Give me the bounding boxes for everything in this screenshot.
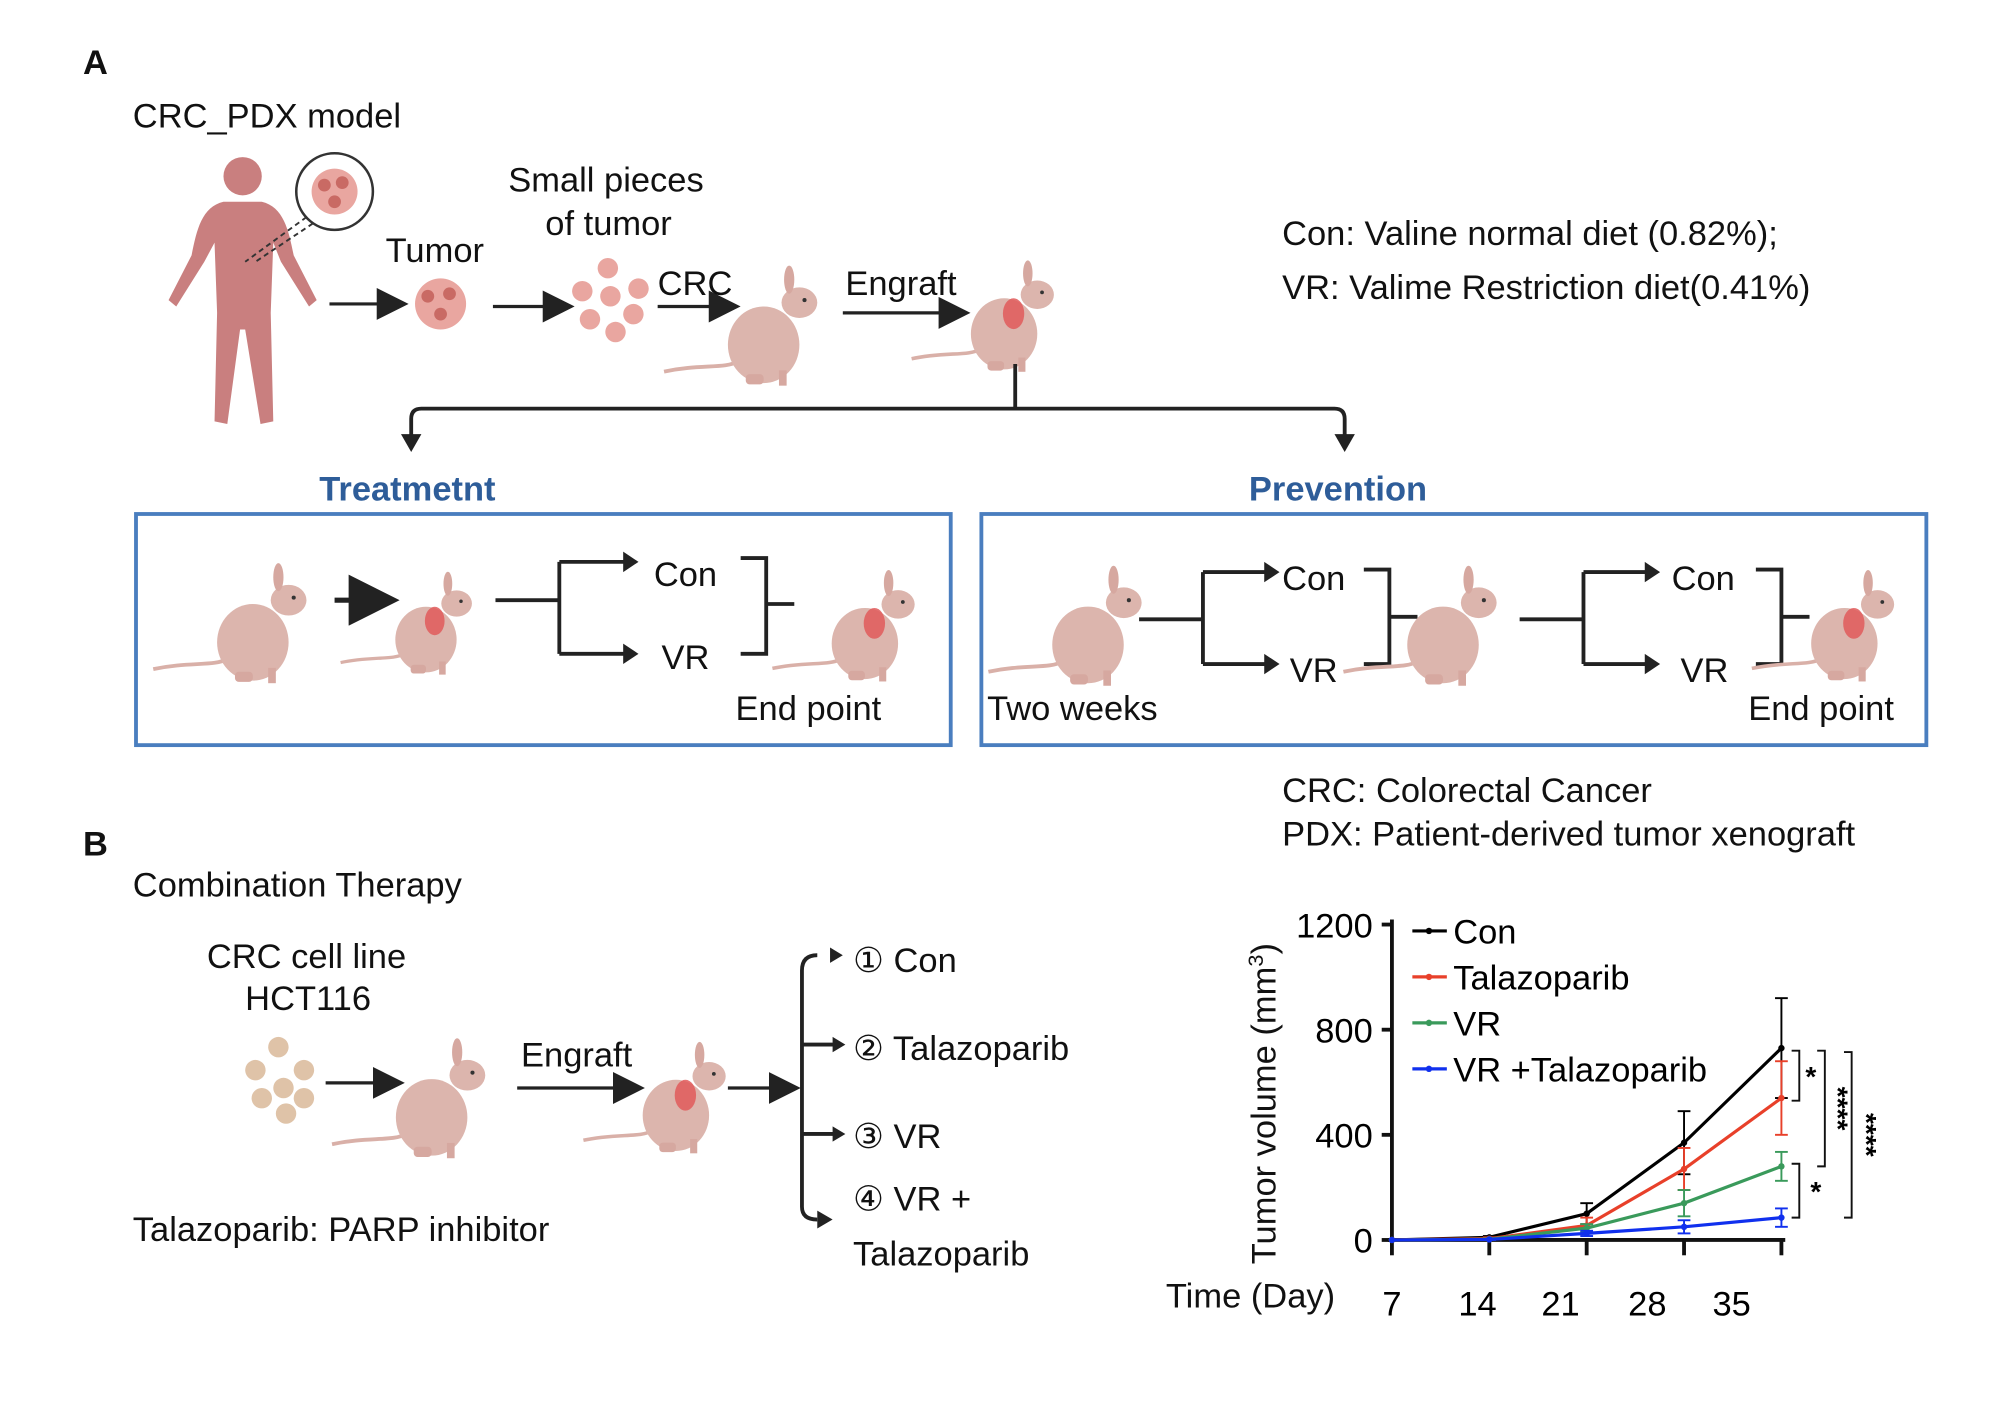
treatment-box	[134, 512, 953, 748]
data-point	[1388, 1236, 1396, 1244]
prevention-con-2: Con	[1671, 559, 1735, 598]
group-1: ① Con	[853, 941, 957, 980]
split-connector	[409, 363, 1347, 447]
data-point	[1680, 1139, 1688, 1146]
diet-con-text: Con: Valine normal diet (0.82%);	[1282, 214, 1778, 253]
tumor-icon	[415, 278, 467, 330]
y-tick-label: 400	[1315, 1118, 1373, 1156]
small-pieces-label-2: of tumor	[545, 204, 672, 243]
legend-marker	[1425, 1019, 1433, 1027]
cell-line-cells-icon	[245, 1036, 315, 1124]
tumor-cells-zoom-icon	[244, 151, 375, 263]
legend-label: Con	[1453, 914, 1516, 952]
data-point	[1778, 1044, 1785, 1052]
tumor-pieces-icon	[572, 257, 649, 343]
engraft-label: Engraft	[845, 264, 957, 303]
data-point	[1778, 1094, 1785, 1102]
y-axis-title-sup: 3	[1243, 954, 1269, 967]
significance-label: ****	[1851, 1113, 1882, 1157]
data-point	[1583, 1224, 1590, 1232]
significance-label: *	[1805, 1061, 1816, 1092]
data-point	[1583, 1230, 1590, 1237]
data-point	[1486, 1236, 1493, 1243]
x-tick-label: 7	[1382, 1285, 1401, 1323]
significance-bracket	[1843, 1051, 1853, 1219]
x-axis-title: Time (Day)	[1165, 1277, 1336, 1316]
x-tick-label: 14	[1458, 1285, 1496, 1323]
prevention-box	[979, 512, 1929, 748]
diet-vr-text: VR: Valime Restriction diet(0.41%)	[1282, 268, 1811, 307]
tumor-label: Tumor	[385, 231, 485, 270]
prevention-title: Prevention	[1248, 469, 1428, 509]
prevention-vr-2: VR	[1680, 651, 1729, 690]
significance-label: ****	[1823, 1087, 1854, 1131]
data-point	[1680, 1223, 1688, 1231]
legend-label: Talazoparib	[1453, 960, 1629, 998]
group-4: ④ VR +	[853, 1179, 972, 1219]
data-point	[1583, 1210, 1590, 1217]
significance-bracket	[1791, 1049, 1801, 1102]
treatment-con: Con	[653, 555, 718, 594]
panel-a-label: A	[83, 43, 108, 82]
y-tick-label: 1200	[1296, 907, 1373, 945]
data-point	[1778, 1163, 1785, 1170]
abbrev-pdx: PDX: Patient-derived tumor xenograft	[1282, 814, 1856, 854]
group-4-line-2: Talazoparib	[853, 1234, 1030, 1274]
data-point	[1778, 1214, 1785, 1221]
x-tick-label: 28	[1628, 1285, 1666, 1323]
human-figure-icon	[168, 157, 317, 424]
data-point	[1680, 1165, 1688, 1173]
prevention-end-point: End point	[1748, 689, 1894, 728]
abbrev-crc: CRC: Colorectal Cancer	[1282, 771, 1652, 810]
y-axis-title: Tumor volume (mm3)	[1243, 943, 1284, 1265]
prevention-con-1: Con	[1282, 559, 1346, 598]
model-title: CRC_PDX model	[132, 97, 402, 136]
treatment-end-point: End point	[735, 689, 882, 728]
x-tick-label: 35	[1712, 1285, 1750, 1323]
treatment-title: Treatmetnt	[319, 469, 496, 509]
y-axis-title-close: )	[1245, 943, 1284, 955]
legend-marker	[1425, 973, 1433, 981]
y-axis-title-text: Tumor volume (mm	[1245, 966, 1284, 1265]
cell-line-label: CRC cell line	[206, 937, 407, 976]
cell-line-name: HCT116	[245, 979, 372, 1018]
y-tick-label: 0	[1354, 1223, 1373, 1261]
legend-label: VR +Talazoparib	[1453, 1052, 1707, 1090]
legend-marker	[1425, 1065, 1433, 1073]
x-tick-label: 21	[1541, 1285, 1579, 1323]
significance-bracket	[1817, 1049, 1826, 1168]
group-2: ② Talazoparib	[853, 1029, 1070, 1068]
significance-bracket	[1791, 1162, 1801, 1219]
crc-label: CRC	[657, 264, 733, 303]
legend-marker	[1425, 927, 1433, 935]
panel-b-title: Combination Therapy	[132, 865, 462, 905]
legend-label: VR	[1453, 1006, 1501, 1044]
talazoparib-note: Talazoparib: PARP inhibitor	[132, 1210, 550, 1249]
panel-b-label: B	[83, 824, 108, 864]
significance-label: *	[1810, 1176, 1821, 1207]
two-weeks-label: Two weeks	[987, 689, 1158, 728]
prevention-vr-1: VR	[1289, 651, 1338, 690]
mouse-icon	[330, 1036, 488, 1161]
group-3: ③ VR	[853, 1117, 942, 1156]
treatment-vr: VR	[661, 638, 710, 677]
engraft-label-b: Engraft	[521, 1035, 633, 1074]
small-pieces-label: Small pieces	[508, 160, 704, 200]
y-tick-label: 800	[1315, 1012, 1373, 1050]
data-point	[1680, 1199, 1688, 1207]
